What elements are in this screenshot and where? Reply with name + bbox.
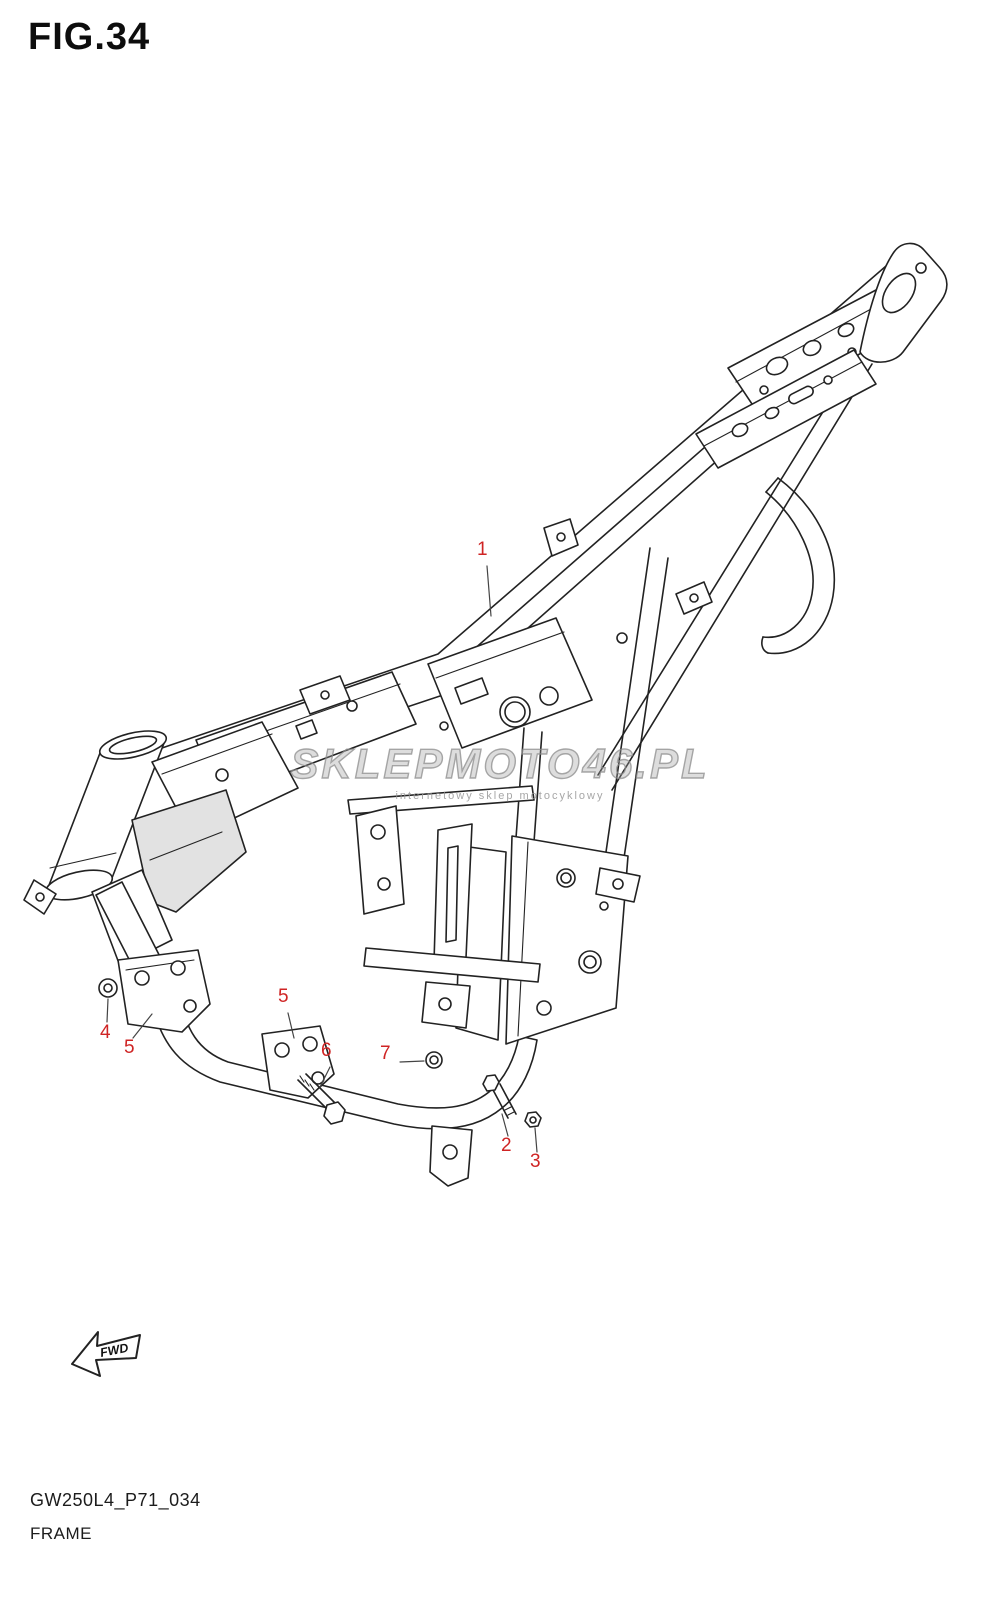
callout-7: 7	[380, 1043, 391, 1064]
tail-loop	[859, 242, 948, 363]
fwd-label: FWD	[99, 1341, 130, 1360]
figure-title: FIG.34	[28, 16, 151, 58]
callout-1: 1	[477, 539, 488, 560]
leader-lines	[106, 565, 538, 1153]
part-code: GW250L4_P71_034	[30, 1490, 201, 1510]
callout-6: 6	[321, 1040, 332, 1061]
small-tabs	[616, 581, 713, 644]
callout-5b: 5	[278, 986, 289, 1007]
callout-5a: 5	[124, 1037, 135, 1058]
callout-3: 3	[530, 1151, 541, 1172]
callout-4: 4	[100, 1022, 111, 1043]
callout-2: 2	[501, 1135, 512, 1156]
bolt-and-nut	[482, 1074, 542, 1128]
cradle-rail	[151, 991, 538, 1130]
pivot-plates	[455, 835, 641, 1045]
fwd-arrow-icon: FWD	[71, 1331, 141, 1377]
bottom-bracket	[429, 1125, 473, 1187]
steering-head-tube	[23, 730, 168, 915]
bridge-plate	[427, 617, 593, 749]
part-name: FRAME	[30, 1524, 92, 1543]
seat-hook-bracket	[543, 518, 579, 557]
engine-mounts	[347, 785, 541, 1029]
washer	[425, 1051, 443, 1069]
left-bracket	[98, 949, 211, 1033]
center-bracket	[261, 1025, 346, 1125]
seat-plates	[695, 289, 905, 469]
rear-hook-tube	[761, 477, 835, 655]
